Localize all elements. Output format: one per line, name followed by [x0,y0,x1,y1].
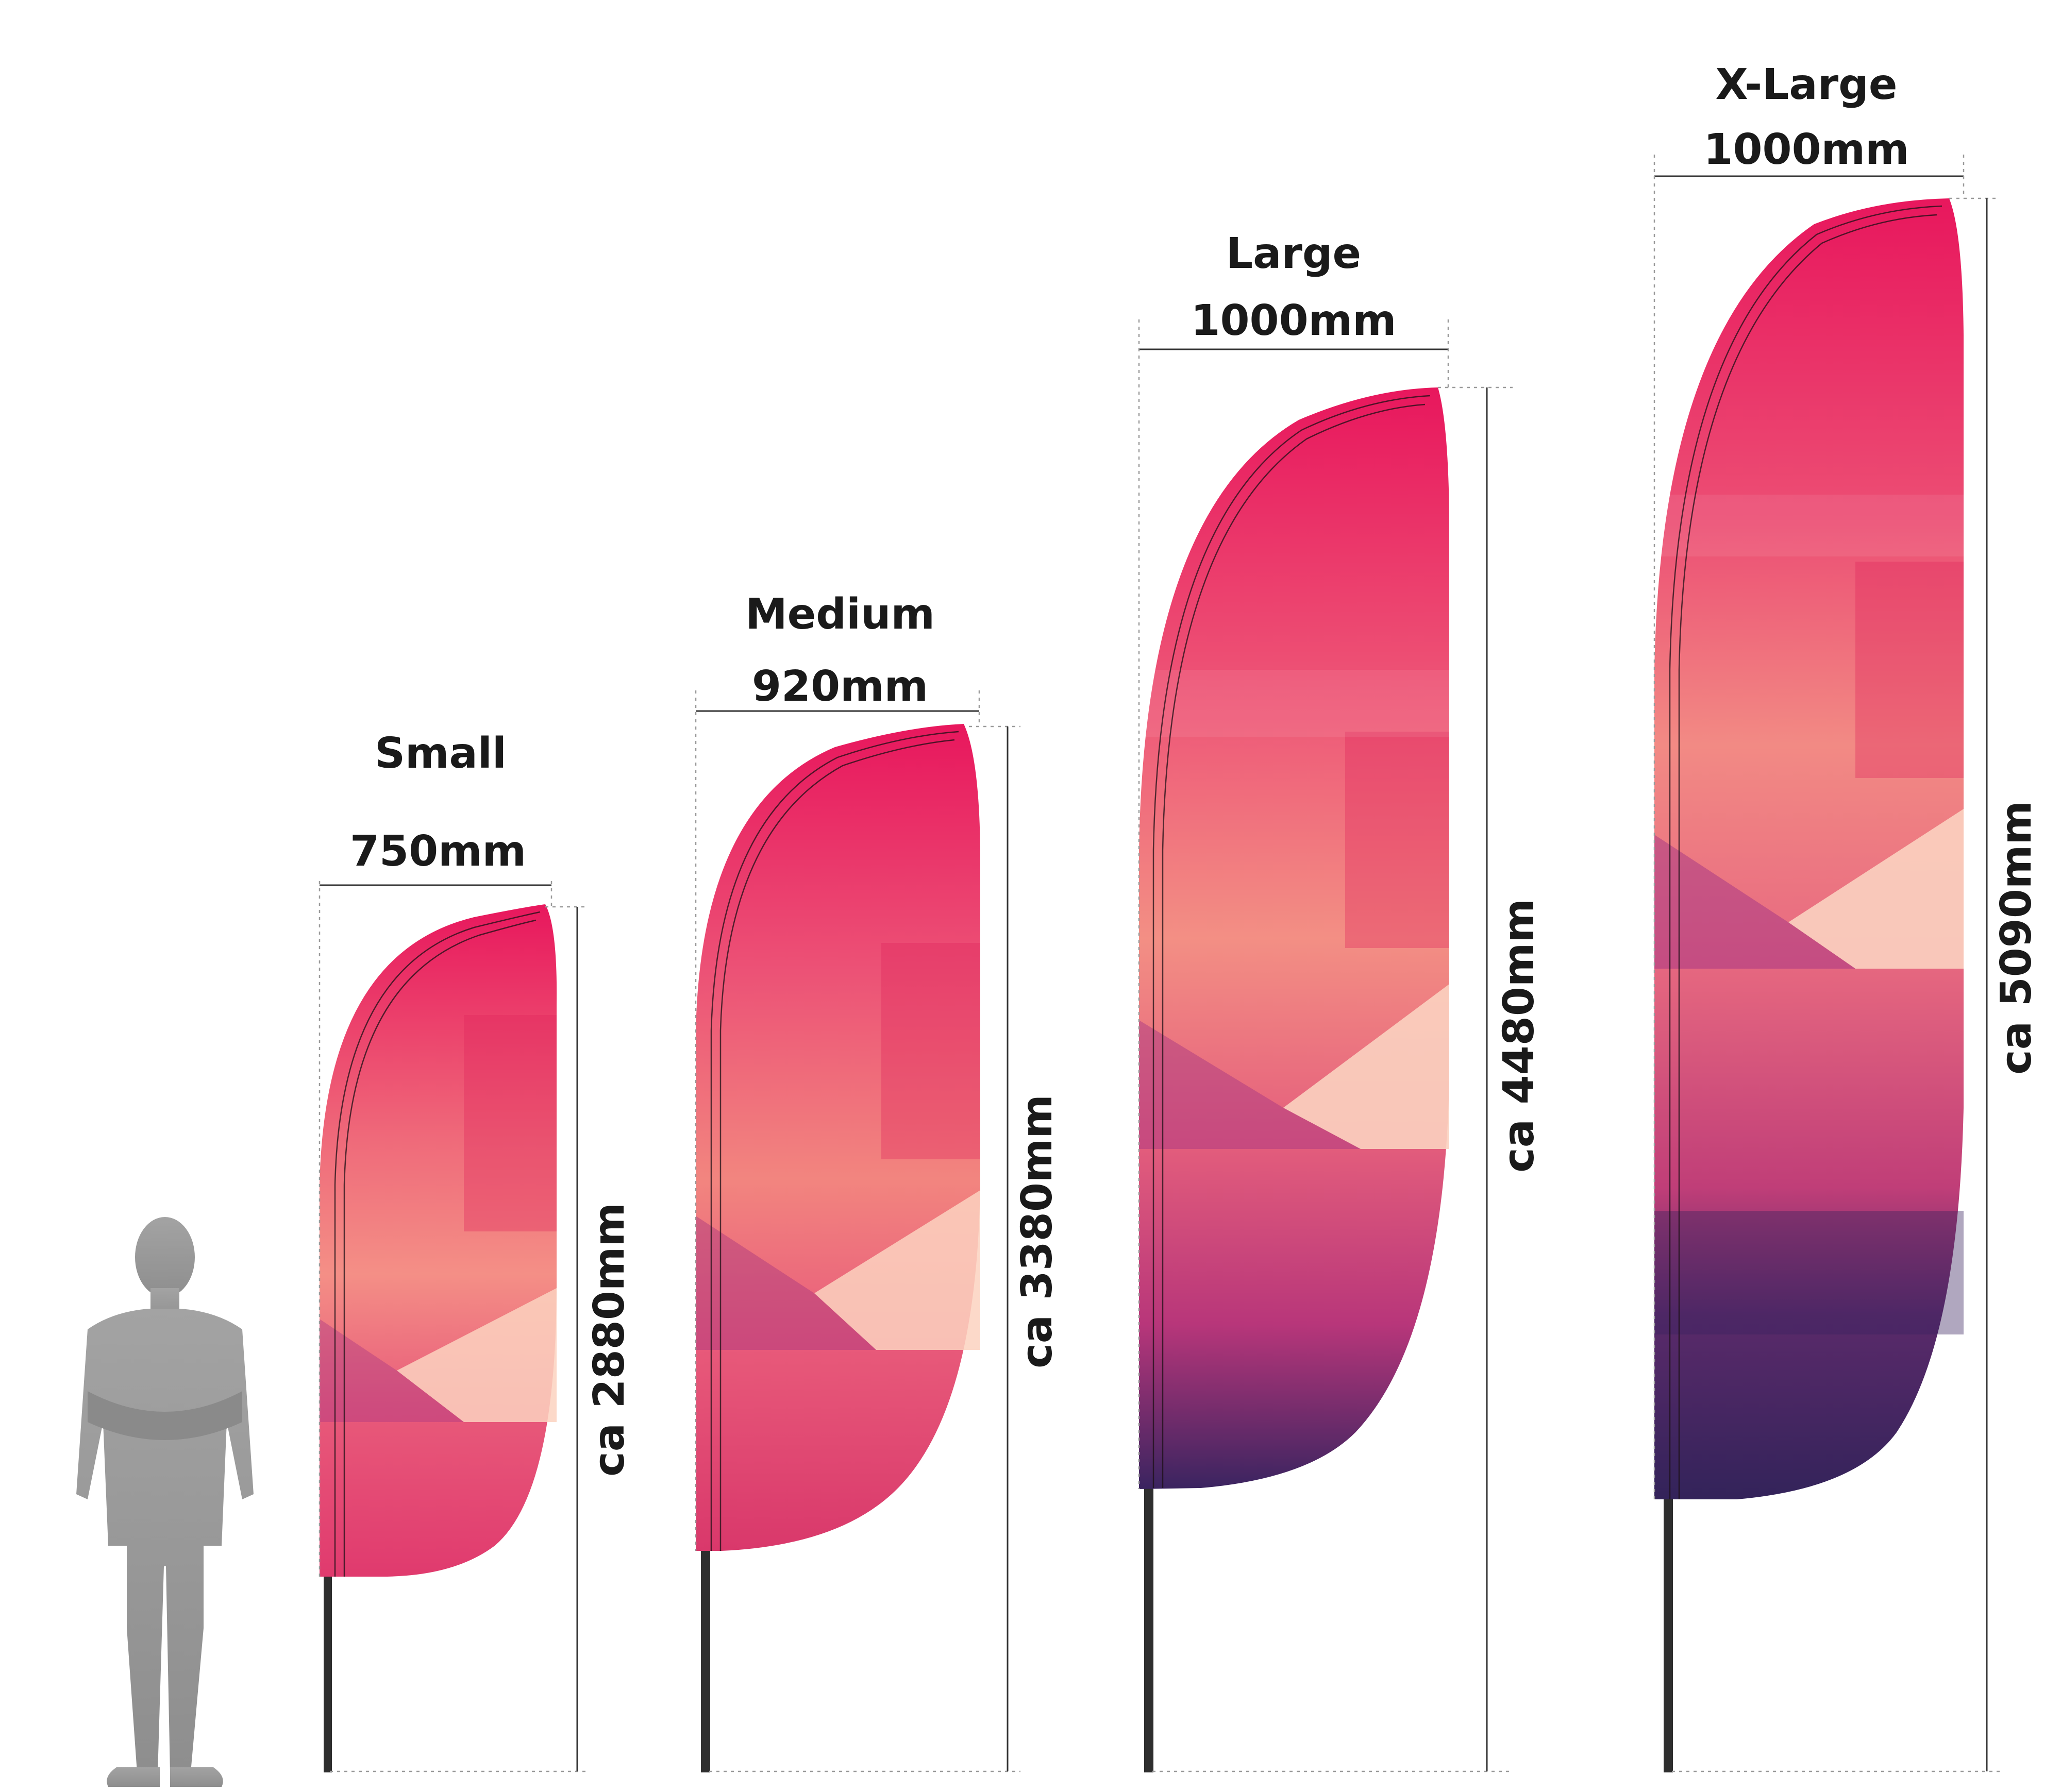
flag-small-name: Small [375,729,507,778]
flag-large: Large 1000mm ca 4480mm [1138,229,1544,1772]
flag-x-large: X-Large 1000mm ca 5090mm [1653,60,2041,1772]
flag-small-pole [324,1546,332,1772]
flag-medium-name: Medium [745,590,935,639]
flag-large-height-label: ca 4480mm [1495,899,1544,1173]
flag-large-width-label: 1000mm [1191,296,1396,345]
flag-x-large-height-label: ca 5090mm [1992,801,2041,1075]
flag-x-large-fabric [1654,198,1964,1499]
flag-medium-width-label: 920mm [752,662,928,711]
flag-medium-pole [701,1541,710,1772]
flag-x-large-name: X-Large [1716,60,1898,109]
flag-small-height-label: ca 2880mm [585,1203,634,1477]
flag-large-pole [1144,1474,1153,1772]
flag-small-fabric [320,904,557,1577]
person-silhouette-icon [76,1217,254,1787]
flag-large-name: Large [1226,229,1361,278]
flag-x-large-pole [1664,1484,1673,1772]
flag-medium: Medium 920mm ca 3380mm [695,590,1062,1772]
flag-small-width-label: 750mm [350,827,526,876]
flag-small: Small 750mm ca 2880mm [319,729,634,1772]
flag-large-fabric [1139,387,1449,1489]
flag-x-large-width-label: 1000mm [1703,125,1909,174]
flag-medium-height-label: ca 3380mm [1013,1094,1062,1368]
